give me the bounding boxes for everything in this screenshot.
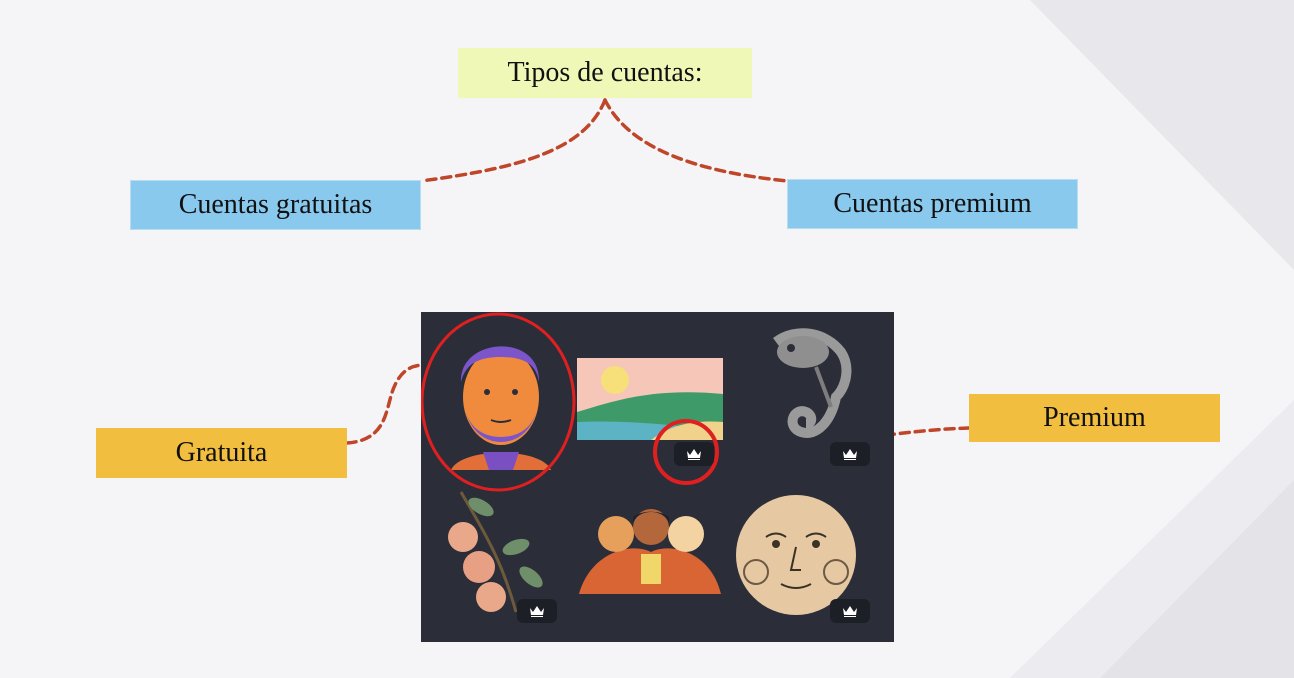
premium-highlight-circle xyxy=(653,419,719,485)
title-box: Tipos de cuentas: xyxy=(458,48,752,98)
crown-icon xyxy=(843,449,857,460)
free-highlight-circle xyxy=(421,312,576,492)
premium-badge[interactable] xyxy=(517,599,557,623)
gratuita-tag-box: Gratuita xyxy=(96,428,347,478)
moon-face-engraving[interactable] xyxy=(736,495,856,615)
premium-badge[interactable] xyxy=(830,442,870,466)
free-accounts-label: Cuentas gratuitas xyxy=(178,189,373,220)
chameleon-engraving[interactable] xyxy=(773,328,852,438)
peach-branch-illustration[interactable] xyxy=(448,491,546,613)
gratuita-tag-label: Gratuita xyxy=(175,437,268,468)
crown-icon xyxy=(530,606,544,617)
premium-accounts-label: Cuentas premium xyxy=(833,188,1032,219)
element-gallery xyxy=(421,312,894,642)
premium-badge[interactable] xyxy=(830,599,870,623)
premium-badge[interactable] xyxy=(674,442,714,466)
portrait-illustration[interactable] xyxy=(451,346,551,470)
gallery-artwork xyxy=(421,312,856,615)
free-accounts-box: Cuentas gratuitas xyxy=(130,180,421,230)
premium-tag-box: Premium xyxy=(969,394,1220,442)
beach-landscape-illustration[interactable] xyxy=(577,358,723,440)
premium-tag-label: Premium xyxy=(1043,402,1146,433)
crown-icon xyxy=(687,449,701,460)
crown-icon xyxy=(843,606,857,617)
three-women-illustration[interactable] xyxy=(579,509,721,594)
title-text: Tipos de cuentas: xyxy=(507,57,703,88)
premium-accounts-box: Cuentas premium xyxy=(787,179,1078,229)
